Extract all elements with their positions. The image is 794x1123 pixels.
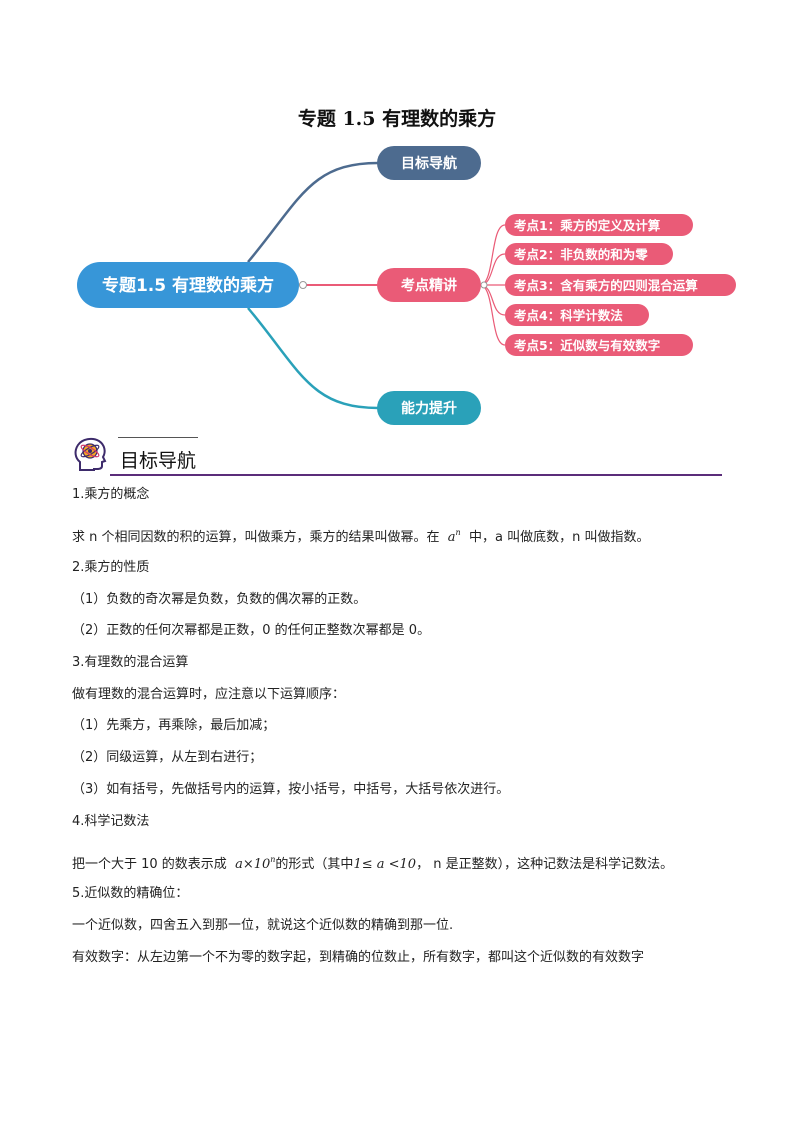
mindmap-point-5	[505, 334, 693, 356]
formula-inequality: 1≤ a <10	[353, 857, 417, 872]
mindmap-point-5-label: 考点5：近似数与有效数字	[514, 338, 660, 353]
mindmap-point-3	[505, 274, 736, 296]
mindmap-point-1	[505, 214, 693, 236]
connector-root-goal	[247, 161, 379, 263]
mindmap-branch-goal-label: 目标导航	[401, 155, 457, 172]
formula-var: a	[447, 530, 456, 545]
head-brain-icon	[74, 437, 107, 471]
text-part: 求 n 个相同因数的积的运算，叫做乘方，乘方的结果叫做幂。在	[72, 530, 440, 545]
text-part: 中，a 叫做底数，n 叫做指数。	[468, 530, 650, 545]
heading-approximate-numbers: 5.近似数的精确位：	[72, 886, 189, 901]
formula-exponent: n	[270, 855, 276, 864]
paragraph-mixed-operations: 做有理数的混合运算时，应注意以下运算顺序：	[72, 687, 346, 702]
paragraph-power-concept: 求 n 个相同因数的积的运算，叫做乘方，乘方的结果叫做幂。在 an 中，a 叫做…	[72, 525, 649, 546]
mindmap-point-4-label: 考点4：科学计数法	[514, 308, 623, 323]
mindmap-branch-ability	[377, 391, 481, 425]
mindmap-branch-ability-label: 能力提升	[401, 400, 457, 417]
section-header: 目标导航	[72, 436, 722, 476]
mindmap-branch-goal	[377, 146, 481, 180]
text-part: 的形式（其中	[275, 857, 354, 872]
header-rule-top	[118, 437, 198, 438]
section-title: 目标导航	[120, 450, 197, 472]
connector-points-2	[479, 253, 506, 286]
text-part: 把一个大于 10 的数表示成	[72, 857, 227, 872]
header-rule-bottom	[110, 474, 722, 476]
heading-scientific-notation: 4.科学记数法	[72, 814, 150, 829]
mindmap-root-node	[77, 262, 299, 308]
property-2: （2）正数的任何次幂都是正数，0 的任何正整数次幂都是 0。	[72, 623, 431, 638]
paragraph-significant-figures: 有效数字：从左边第一个不为零的数字起，到精确的位数止，所有数字，都叫这个近似数的…	[72, 950, 645, 965]
mindmap-point-1-label: 考点1：乘方的定义及计算	[514, 218, 661, 233]
connector-root-ability	[247, 307, 379, 410]
order-1: （1）先乘方，再乘除，最后加减；	[72, 718, 276, 733]
mindmap-branch-points	[377, 268, 481, 302]
connector-points-4	[479, 284, 506, 316]
paragraph-precision: 一个近似数，四舍五入到那一位，就说这个近似数的精确到那一位.	[72, 918, 454, 933]
page-title: 专题 1.5 有理数的乘方	[297, 108, 497, 130]
order-3: （3）如有括号，先做括号内的运算，按小括号，中括号，大括号依次进行。	[72, 782, 510, 797]
mind-map: 专题1.5 有理数的乘方 目标导航 考点精讲 能力提升 考点1：乘方的定义及计算…	[77, 146, 736, 425]
mindmap-point-4	[505, 304, 649, 326]
order-2: （2）同级运算，从左到右进行；	[72, 750, 263, 765]
paragraph-scientific-notation: 把一个大于 10 的数表示成 a×10n的形式（其中1≤ a <10， n 是正…	[72, 852, 673, 873]
heading-power-properties: 2.乘方的性质	[72, 560, 150, 575]
mindmap-point-2	[505, 243, 673, 265]
connector-node	[480, 281, 488, 289]
mindmap-point-2-label: 考点2：非负数的和为零	[514, 247, 648, 262]
property-1: （1）负数的奇次幂是负数，负数的偶次幂的正数。	[72, 592, 367, 607]
heading-mixed-operations: 3.有理数的混合运算	[72, 655, 189, 670]
connector-points-5	[479, 284, 506, 346]
formula-expression: a×10	[235, 857, 271, 872]
formula-exponent: n	[455, 528, 461, 537]
connector-node	[299, 281, 307, 289]
mindmap-root-label: 专题1.5 有理数的乘方	[102, 275, 274, 296]
mindmap-branch-points-label: 考点精讲	[401, 277, 457, 294]
heading-power-concept: 1.乘方的概念	[72, 487, 150, 502]
mindmap-point-3-label: 考点3：含有乘方的四则混合运算	[514, 278, 698, 293]
text-part: ， n 是正整数），这种记数法是科学记数法。	[416, 857, 674, 872]
